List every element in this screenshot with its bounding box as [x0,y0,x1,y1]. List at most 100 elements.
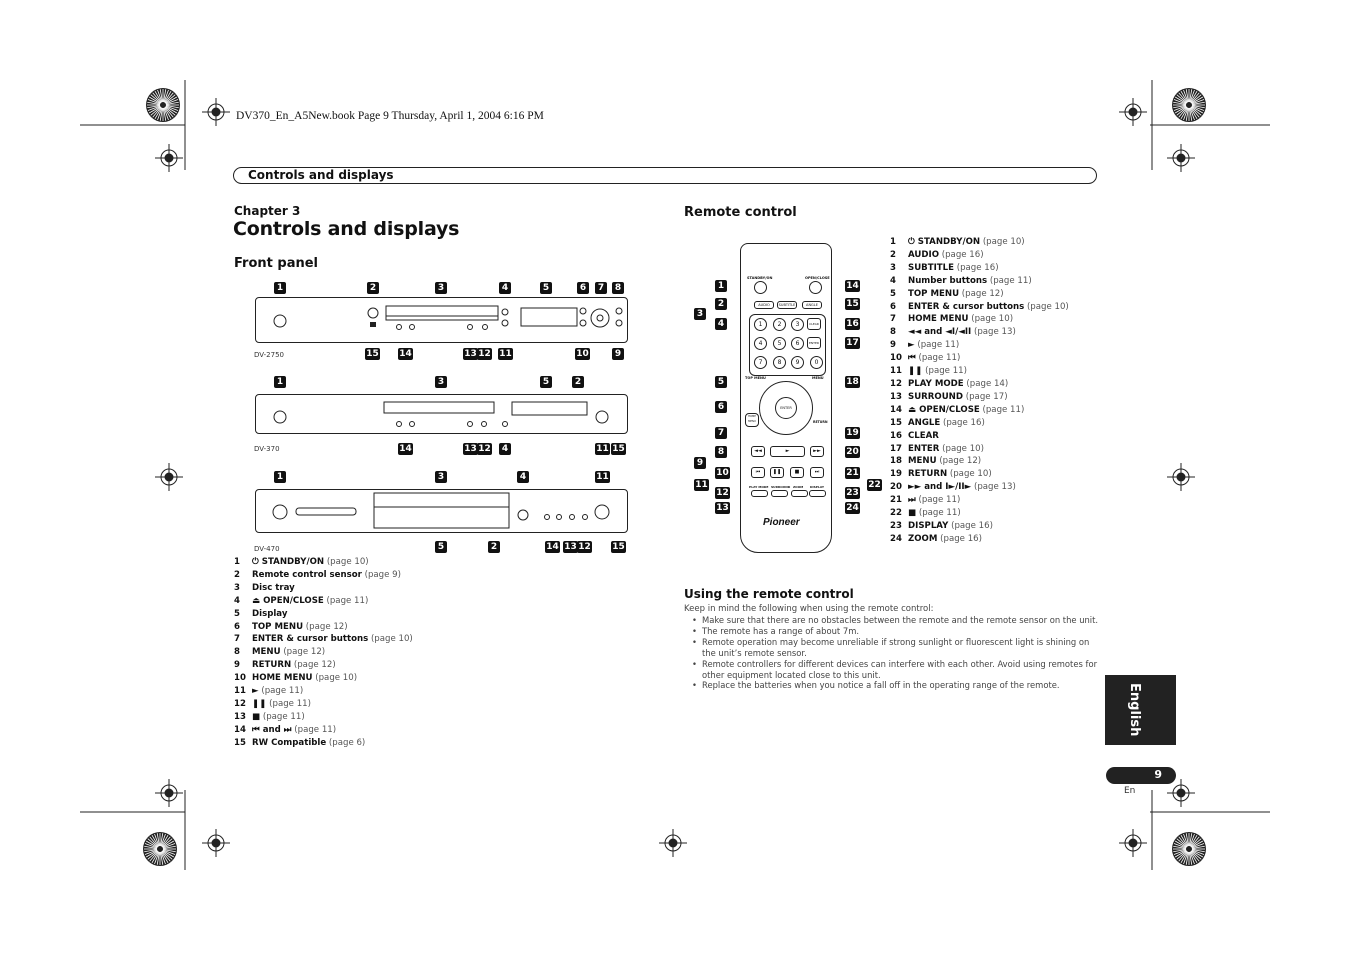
remote-callout-9: 9 [694,457,706,469]
surround-button[interactable] [771,490,788,497]
remote-label-play-mode: PLAY MODE [749,485,769,489]
item-page-ref: (page 10) [982,237,1025,247]
pioneer-logo: Pioneer [763,517,800,528]
item-page-ref: (page 11) [918,508,961,519]
item-page-ref: (page 13) [973,482,1016,493]
item-number: 21 [890,495,902,506]
remote-item: 14⏏ OPEN/CLOSE (page 11) [890,404,1069,417]
remote-item: 21 ⏭ (page 11) [890,494,1069,507]
callout-13: 13 [463,443,478,455]
item-label: ⏭ [908,495,916,506]
item-page-ref: (page 12) [305,621,348,632]
model-label-dv2750: DV-2750 [254,351,284,359]
item-label: ■ [908,508,917,519]
item-label: ❚❚ [908,366,923,377]
item-number: 14 [234,724,246,735]
print-header: DV370_En_A5New.book Page 9 Thursday, Apr… [236,110,544,122]
angle-button[interactable]: ANGLE [802,301,822,309]
cursor-ring[interactable] [759,381,813,435]
number-button[interactable]: 4 [754,337,767,350]
item-number: 2 [234,569,240,580]
home-menu-button[interactable]: HOME MENU [745,413,759,427]
rewind-button[interactable]: ◄◄ [751,446,765,457]
item-page-ref: (page 11) [989,275,1032,286]
remote-item: 8◄◄ and ◄I/◄II (page 13) [890,326,1069,339]
clear-button[interactable]: CLEAR [807,318,821,330]
item-label: TOP MENU [252,621,304,632]
callout-4: 4 [499,443,511,455]
open-close-button[interactable] [809,281,822,294]
remote-callout-14: 14 [845,280,860,292]
item-page-ref: (page 14) [966,378,1009,389]
page-title: Controls and displays [233,218,460,240]
front-panel-item: 14⏮ and ⏭ (page 11) [234,724,413,737]
item-label: Disc tray [252,582,295,593]
number-button[interactable]: 8 [773,356,786,369]
remote-label-display: DISPLAY [810,485,825,489]
item-number: 18 [890,456,902,467]
item-page-ref: (page 13) [973,327,1016,338]
remote-callout-13: 13 [715,502,730,514]
callout-8: 8 [612,282,624,294]
previous-button[interactable]: ⏮ [751,467,765,478]
number-button[interactable]: 6 [791,337,804,350]
number-button[interactable]: 7 [754,356,767,369]
item-number: 15 [234,737,246,748]
remote-item: 10⏮ (page 11) [890,352,1069,365]
enter-button[interactable]: ENTER [775,397,797,419]
callout-4: 4 [517,471,529,483]
callout-15: 15 [611,541,626,553]
play-mode-button[interactable] [751,490,768,497]
item-label: MENU [252,647,281,658]
standby-button[interactable] [754,281,767,294]
item-number: 1 [890,237,896,247]
remote-item: 11❚❚ (page 11) [890,365,1069,378]
stop-button[interactable]: ■ [790,467,804,478]
zoom-button[interactable] [791,490,808,497]
section-header-bar: Controls and displays [233,167,1097,184]
item-page-ref: (page 11) [261,686,304,697]
number-button[interactable]: 2 [773,318,786,331]
callout-5: 5 [540,282,552,294]
remote-item: 22■ (page 11) [890,507,1069,520]
number-button[interactable]: 0 [810,356,823,369]
item-label: SURROUND [908,391,964,402]
number-button[interactable]: 9 [791,356,804,369]
number-button[interactable]: 3 [791,318,804,331]
item-page-ref: (page 16) [956,262,999,273]
number-button[interactable]: 1 [754,318,767,331]
remote-callout-7: 7 [715,427,727,439]
item-page-ref: (page 11) [918,495,961,506]
subtitle-button[interactable]: SUBTITLE [777,301,797,309]
callout-1: 1 [274,376,286,388]
remote-callout-12: 12 [715,487,730,499]
item-page-ref: (page 10) [949,469,992,480]
audio-button[interactable]: AUDIO [754,301,774,309]
play-button[interactable]: ► [770,446,805,457]
next-button[interactable]: ⏭ [810,467,824,478]
item-label: PLAY MODE [908,378,964,389]
item-page-ref: (page 11) [917,340,960,351]
item-label: ⏮ and ⏭ [252,724,292,735]
item-label: ⏏ OPEN/CLOSE [252,595,324,606]
item-number: 17 [890,443,902,454]
item-number: 7 [890,314,896,325]
item-number: 1 [234,557,240,567]
front-panel-item: 12❚❚ (page 11) [234,698,413,711]
language-tab-label: English [1127,683,1142,737]
remote-label-open: OPEN/CLOSE [805,276,830,280]
enter-small-button[interactable]: ENTER [807,337,821,349]
bullet-item: Remote operation may become unreliable i… [692,637,1102,659]
fast-forward-button[interactable]: ►► [810,446,824,457]
display-button[interactable] [809,490,826,497]
remote-label-return: RETURN [813,420,828,424]
item-label: RETURN [252,660,292,671]
item-label: ■ [252,711,261,722]
pause-button[interactable]: ❚❚ [770,467,784,478]
remote-callout-19: 19 [845,427,860,439]
number-button[interactable]: 5 [773,337,786,350]
